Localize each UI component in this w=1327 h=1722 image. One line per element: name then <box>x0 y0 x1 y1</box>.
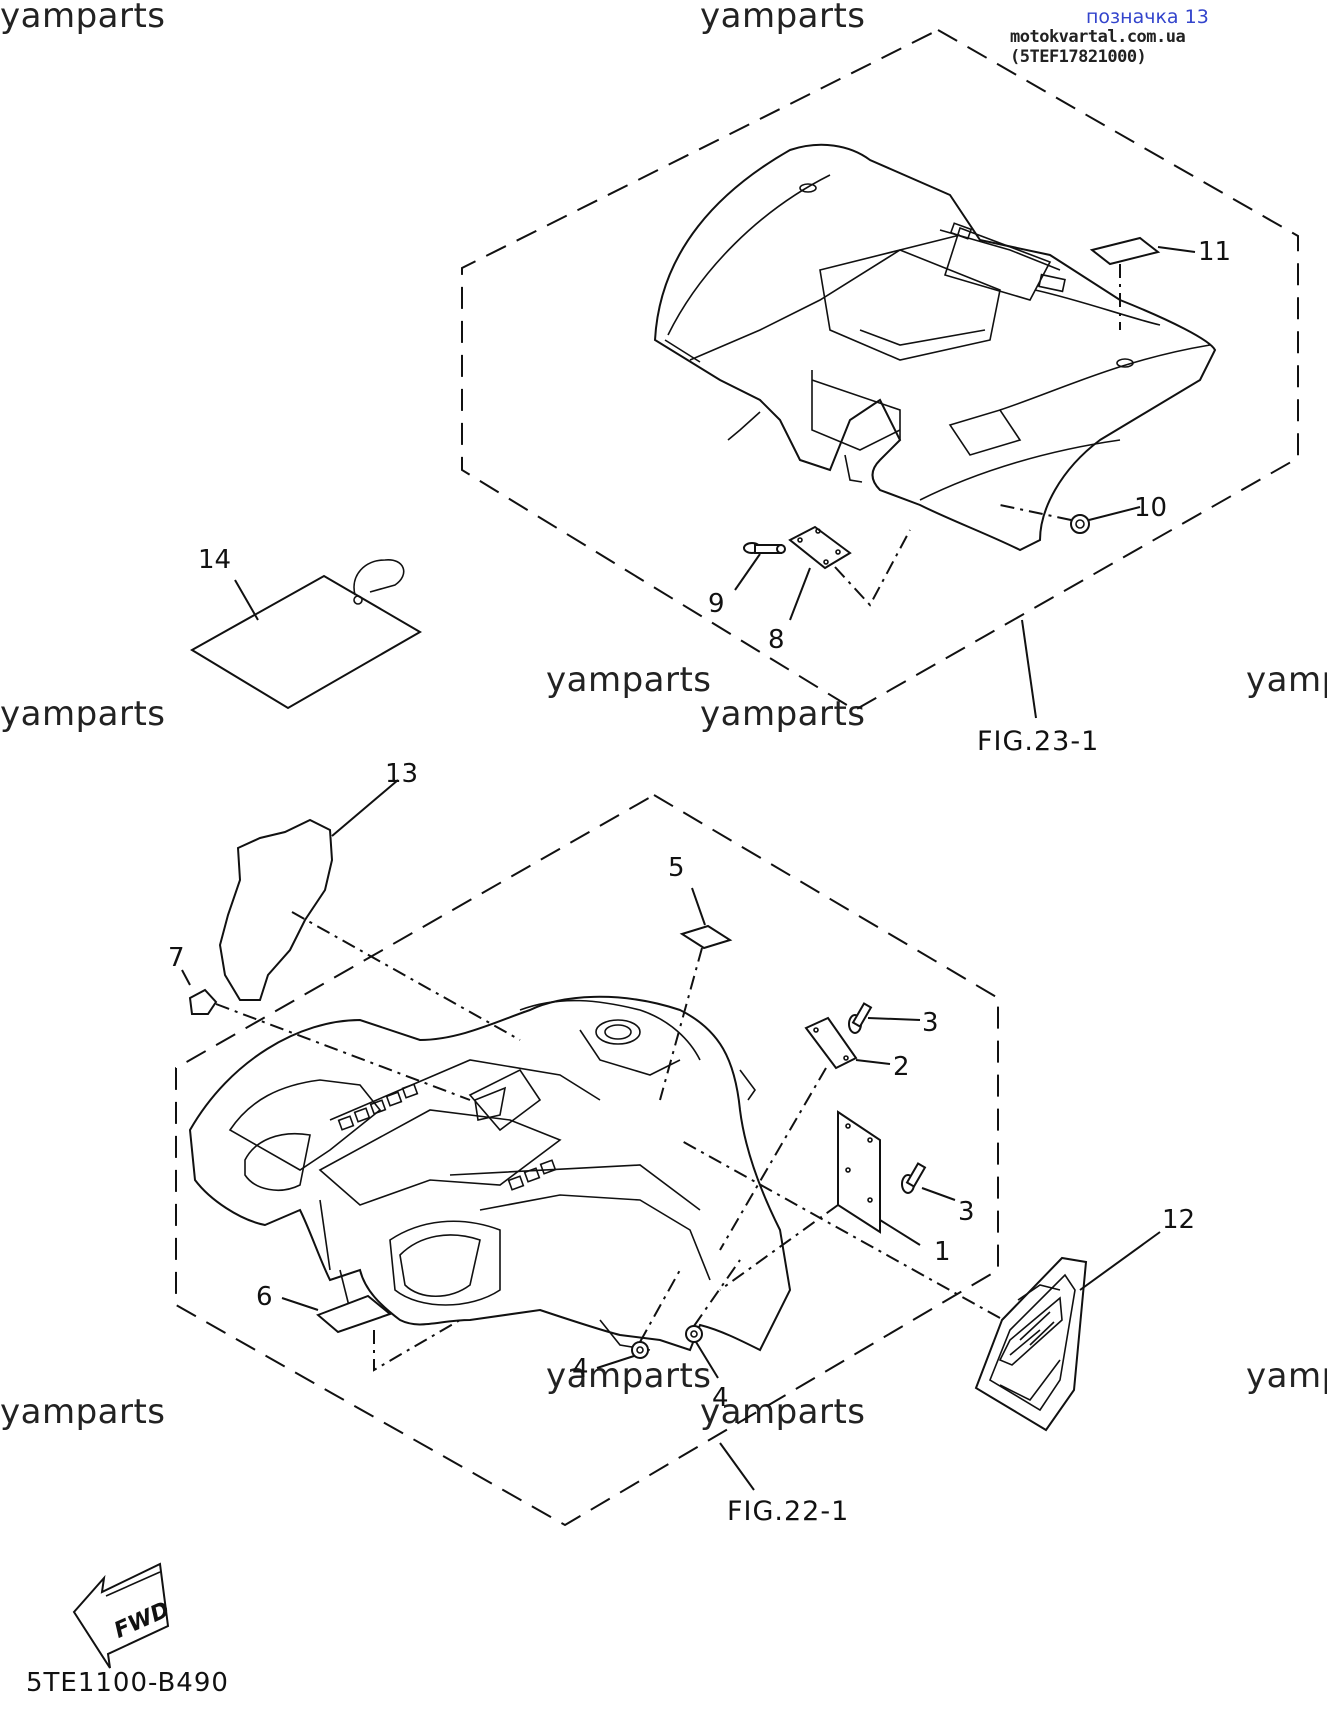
fwd-arrow-icon: FWD <box>72 1562 173 1669</box>
part-9-rivet <box>743 542 786 554</box>
part-8-plate <box>788 525 852 570</box>
callout-1: 1 <box>934 1237 951 1267</box>
part-6-label <box>316 1294 393 1334</box>
diagram-code: 5TE1100-B490 <box>26 1668 229 1698</box>
callout-3: 3 <box>958 1197 975 1227</box>
callout-13: 13 <box>385 759 418 789</box>
callout-8: 8 <box>768 625 785 655</box>
front-fender <box>188 995 792 1352</box>
part-5-label <box>679 924 733 950</box>
callout-11: 11 <box>1198 237 1231 267</box>
callout-9: 9 <box>708 589 725 619</box>
watermark: yamparts <box>546 1356 712 1396</box>
part-13-flap <box>218 818 334 1001</box>
rear-fender-group-outline <box>461 28 1299 712</box>
watermark: yamparts <box>0 1392 166 1432</box>
callout-2: 2 <box>893 1052 910 1082</box>
callout-14: 14 <box>198 545 231 575</box>
watermark: yamparts <box>0 694 166 734</box>
part-12-emblem <box>974 1256 1088 1432</box>
figure-label-rear: FIG.23-1 <box>977 726 1099 757</box>
part-1-plate <box>837 1110 881 1234</box>
watermark: yamparts <box>700 1392 866 1432</box>
callout-4: 4 <box>712 1383 729 1413</box>
callout-6: 6 <box>256 1282 273 1312</box>
watermark: yamparts <box>0 0 166 36</box>
callout-10: 10 <box>1134 493 1167 523</box>
dash-vent-slots <box>337 1083 557 1191</box>
part-3-rivet-lower <box>901 1162 927 1194</box>
part-4-grommet-left <box>631 1341 649 1359</box>
callout-5: 5 <box>668 853 685 883</box>
callout-3: 3 <box>922 1008 939 1038</box>
watermark: yamparts <box>1246 660 1327 700</box>
watermark: yamparts <box>1246 1356 1327 1396</box>
figure-label-front: FIG.22-1 <box>727 1496 849 1527</box>
watermark: yamparts <box>700 694 866 734</box>
part-10-grommet <box>1070 514 1090 534</box>
watermark: yamparts <box>700 0 866 36</box>
watermark: yamparts <box>546 660 712 700</box>
reference-label: позначка 13 <box>1086 6 1209 28</box>
rear-fender <box>653 143 1217 552</box>
callout-4: 4 <box>572 1354 589 1384</box>
part-14-manual <box>190 559 422 710</box>
front-fender-group-outline <box>175 793 999 1527</box>
part-11-label <box>1089 236 1161 266</box>
reference-source: motokvartal.com.ua (5TEF17821000) <box>1010 27 1186 67</box>
part-4-grommet-right <box>685 1325 703 1343</box>
callout-7: 7 <box>168 943 185 973</box>
part-3-rivet-upper <box>848 1002 873 1034</box>
part-7-trim <box>188 988 218 1015</box>
callout-12: 12 <box>1162 1205 1195 1235</box>
